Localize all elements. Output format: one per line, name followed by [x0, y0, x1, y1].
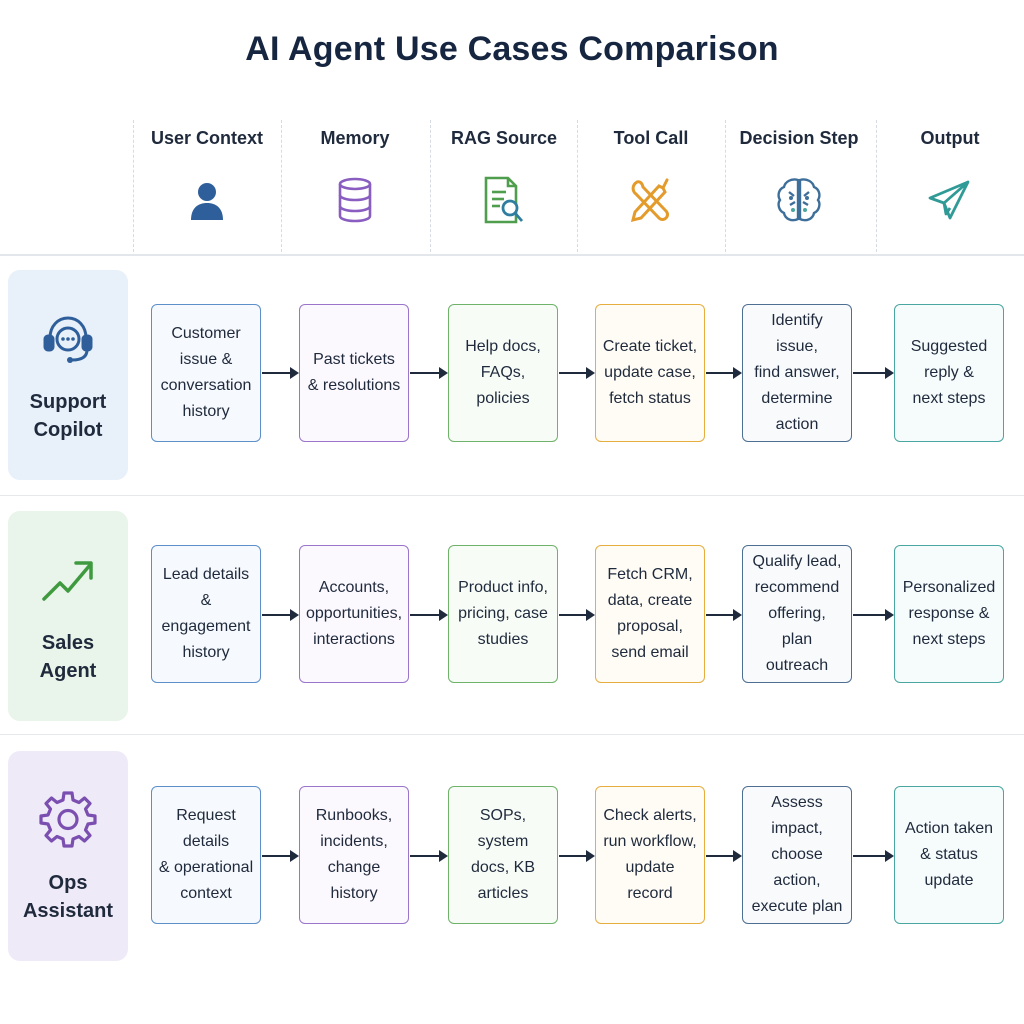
- document-search-icon: [484, 176, 524, 224]
- flow-arrow: [853, 850, 894, 862]
- column-label: Decision Step: [739, 128, 859, 148]
- column-label: Output: [920, 128, 980, 148]
- flow-arrow: [559, 609, 595, 621]
- column-label: Tool Call: [613, 128, 689, 148]
- paper-plane-icon: [928, 180, 970, 220]
- column-header-tool-call: Tool Call: [577, 120, 725, 252]
- header-divider: [0, 254, 1024, 256]
- column-label: Memory: [320, 128, 390, 148]
- page-title: AI Agent Use Cases Comparison: [245, 30, 779, 68]
- flow-arrow: [559, 850, 595, 862]
- flow-arrow: [853, 367, 894, 379]
- column-label: RAG Source: [450, 128, 558, 148]
- step-output: Suggested reply & next steps: [894, 304, 1004, 442]
- step-user-context: Lead details & engagement history: [151, 545, 261, 683]
- column-header-rag-source: RAG Source: [430, 120, 578, 252]
- step-rag-source: Help docs, FAQs, policies: [448, 304, 558, 442]
- step-rag-source: Product info, pricing, case studies: [448, 545, 558, 683]
- row-label-text: Sales Agent: [39, 632, 97, 682]
- flow-arrow: [410, 367, 448, 379]
- row-label-support-copilot: Support Copilot: [8, 270, 128, 480]
- gear-icon: [39, 791, 97, 848]
- step-tool-call: Fetch CRM, data, create proposal, send e…: [595, 545, 705, 683]
- flow-arrow: [262, 850, 299, 862]
- flow-arrow: [410, 609, 448, 621]
- row-divider: [0, 734, 1024, 735]
- flow-arrow: [410, 850, 448, 862]
- step-tool-call: Create ticket, update case, fetch status: [595, 304, 705, 442]
- column-divider: [133, 120, 134, 252]
- flow-arrow: [853, 609, 894, 621]
- column-header-user-context: User Context: [133, 120, 281, 252]
- step-tool-call: Check alerts, run workflow, update recor…: [595, 786, 705, 924]
- flow-arrow: [262, 609, 299, 621]
- flow-arrow: [706, 609, 742, 621]
- row-divider: [0, 495, 1024, 496]
- column-header-output: Output: [876, 120, 1024, 252]
- step-output: Action taken & status update: [894, 786, 1004, 924]
- headset-icon: [43, 316, 93, 363]
- step-output: Personalized response & next steps: [894, 545, 1004, 683]
- row-label-ops-assistant: Ops Assistant: [8, 751, 128, 961]
- flow-arrow: [706, 850, 742, 862]
- column-header-decision-step: Decision Step: [725, 120, 873, 252]
- column-divider: [725, 120, 726, 252]
- step-memory: Past tickets & resolutions: [299, 304, 409, 442]
- row-label-text: Ops Assistant: [22, 872, 114, 922]
- flow-arrow: [262, 367, 299, 379]
- trend-up-icon: [42, 561, 93, 601]
- step-memory: Runbooks, incidents, change history: [299, 786, 409, 924]
- step-decision-step: Qualify lead, recommend offering, plan o…: [742, 545, 852, 683]
- step-user-context: Customer issue & conversation history: [151, 304, 261, 442]
- column-label: User Context: [150, 128, 264, 148]
- step-user-context: Request details & operational context: [151, 786, 261, 924]
- user-icon: [191, 183, 223, 220]
- column-divider: [577, 120, 578, 252]
- brain-icon: [777, 178, 821, 222]
- column-divider: [876, 120, 877, 252]
- column-divider: [281, 120, 282, 252]
- column-header-memory: Memory: [281, 120, 429, 252]
- database-icon: [338, 177, 372, 223]
- column-divider: [430, 120, 431, 252]
- row-label-text: Support Copilot: [29, 391, 107, 441]
- step-memory: Accounts, opportunities, interactions: [299, 545, 409, 683]
- step-rag-source: SOPs, system docs, KB articles: [448, 786, 558, 924]
- tools-icon: [630, 178, 669, 223]
- step-decision-step: Identify issue, find answer, determine a…: [742, 304, 852, 442]
- step-decision-step: Assess impact, choose action, execute pl…: [742, 786, 852, 924]
- row-label-sales-agent: Sales Agent: [8, 511, 128, 721]
- flow-arrow: [559, 367, 595, 379]
- flow-arrow: [706, 367, 742, 379]
